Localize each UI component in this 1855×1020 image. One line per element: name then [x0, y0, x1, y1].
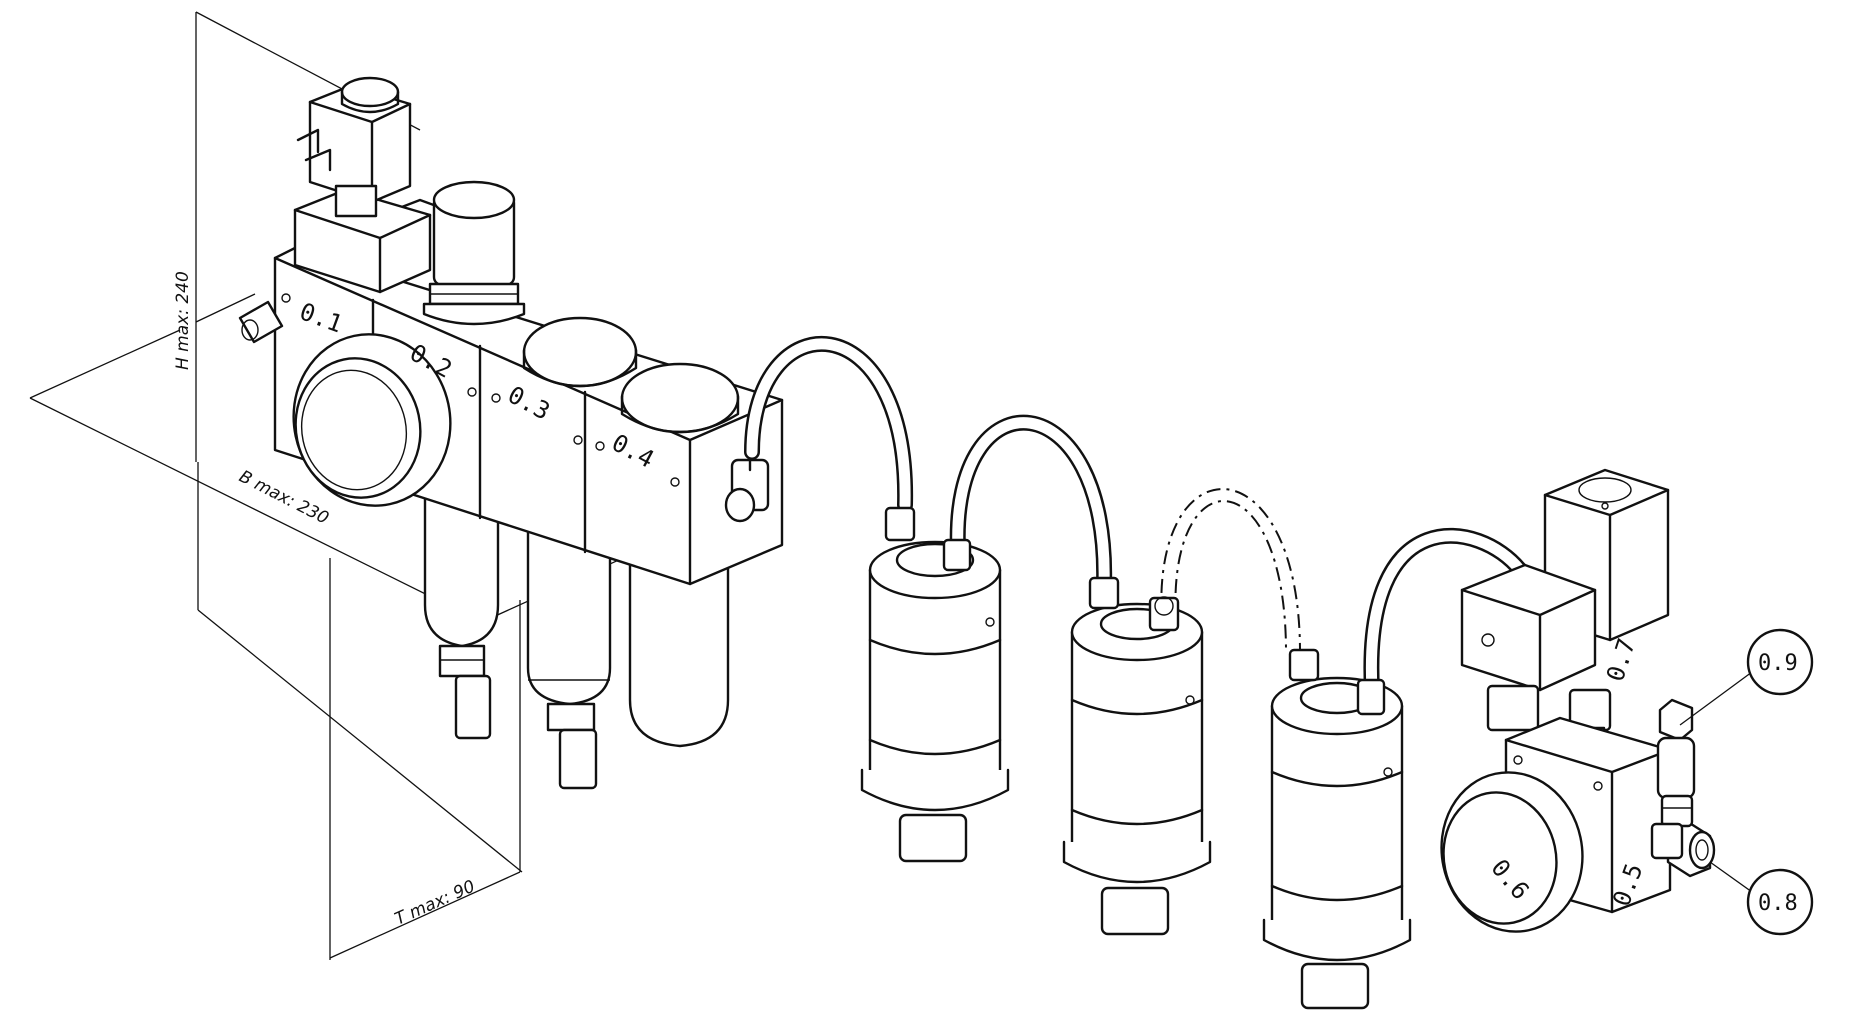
solenoid-valve-top [293, 76, 432, 294]
cartridge-3 [1262, 648, 1412, 1010]
regulator-knob [422, 180, 526, 326]
dimension-height: H max: 240 [173, 11, 421, 462]
hose-1 [744, 336, 914, 513]
callout-0-8-label: 0.8 [1758, 891, 1798, 916]
dimension-depth-label: T max: 90 [392, 876, 478, 929]
hose-3-dashed [1160, 488, 1301, 653]
module-0-4-cap [620, 362, 740, 434]
pressure-gauge-0-6 [1440, 771, 1584, 933]
callout-0-9: 0.9 [1679, 628, 1814, 726]
callout-0-8: 0.8 [1709, 861, 1814, 936]
cartridge-1 [860, 506, 1010, 863]
hose-2 [949, 414, 1113, 593]
cartridge-2 [1062, 576, 1212, 936]
dimension-height-label: H max: 240 [173, 271, 193, 370]
label-module-0-7: 0.7 [1601, 635, 1641, 685]
side-fitting [238, 300, 284, 344]
pressure-gauge-0-1 [292, 333, 452, 507]
elbow-fitting [724, 450, 770, 523]
module-0-3-cap [522, 316, 638, 388]
lubricator-bowl [628, 538, 730, 748]
switch-solenoid-valve [1460, 468, 1670, 750]
hose-4 [1363, 527, 1528, 698]
switch-sensor-0-9 [1650, 698, 1696, 860]
callout-0-9-label: 0.9 [1758, 651, 1798, 676]
